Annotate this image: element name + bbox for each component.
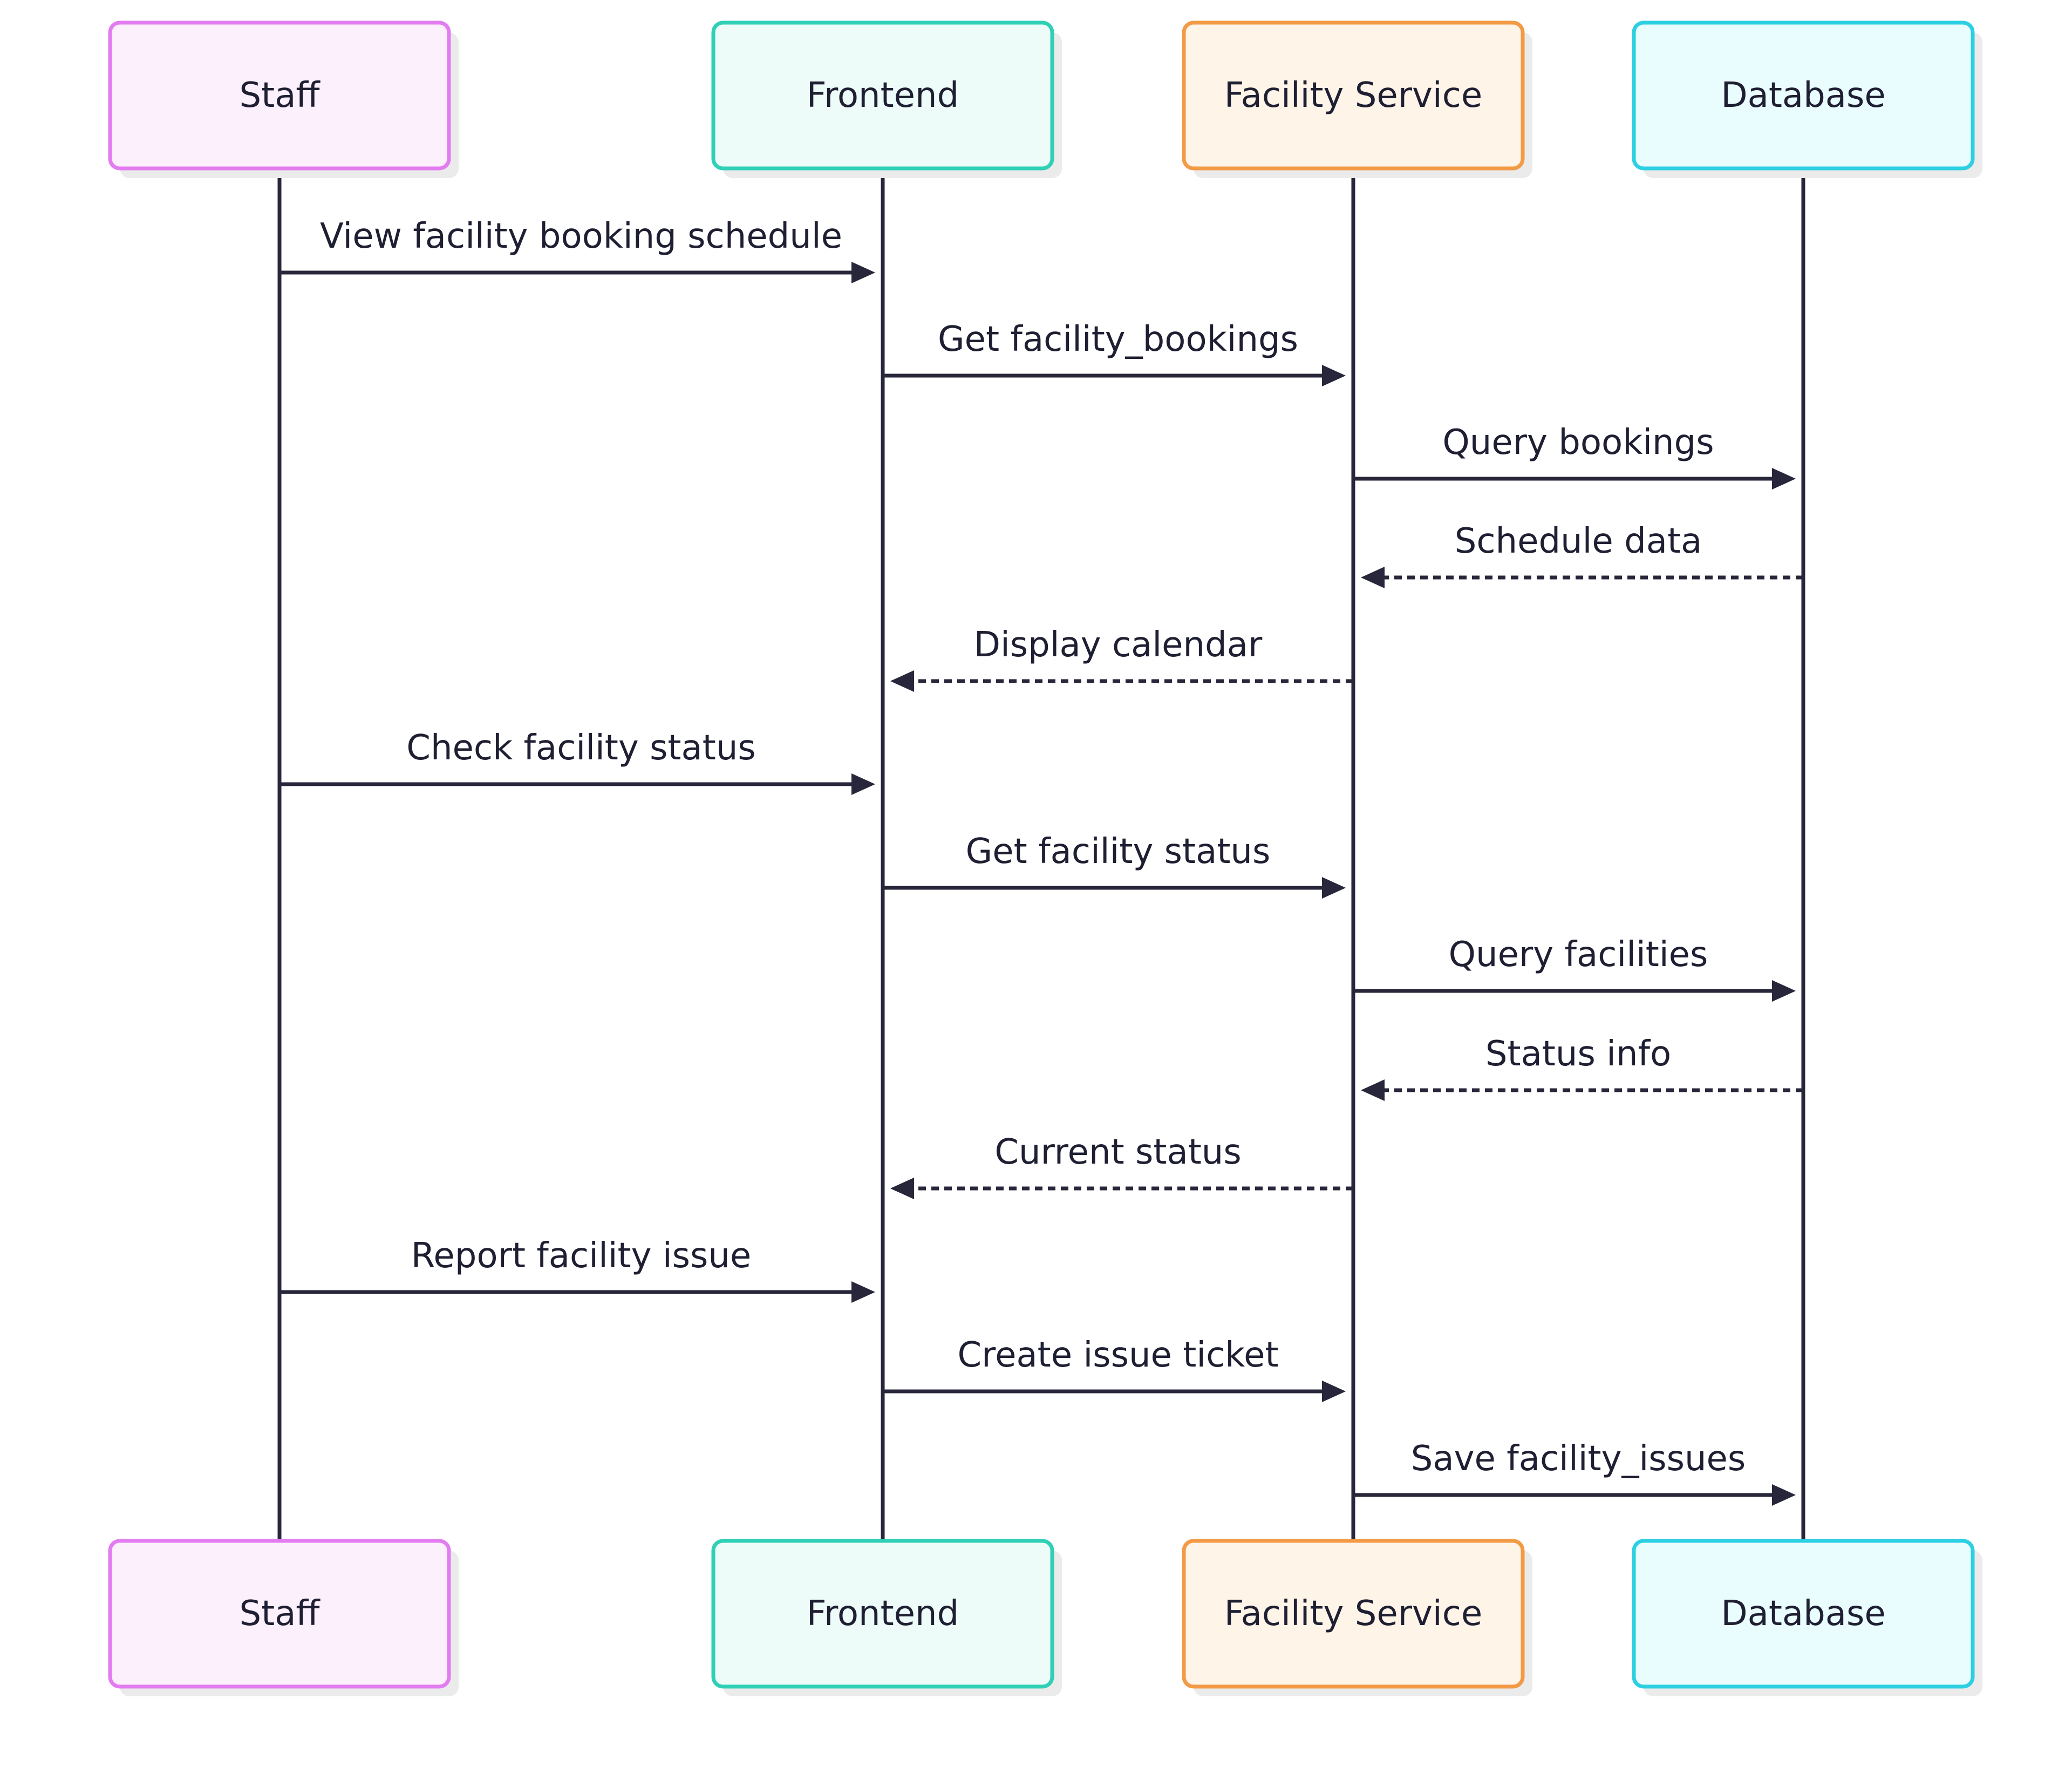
message-label: Query bookings: [1442, 423, 1714, 463]
actor-box: [1182, 1539, 1525, 1689]
actor-facility-bottom: Facility Service: [1182, 1539, 1532, 1696]
message-label: Display calendar: [974, 625, 1263, 665]
arrowhead-icon: [1322, 365, 1346, 386]
message-1: Get facility_bookings: [883, 320, 1346, 386]
arrowhead-icon: [851, 1281, 875, 1303]
actor-database-top: Database: [1632, 21, 1982, 178]
message-4: Display calendar: [890, 625, 1353, 692]
arrowhead-icon: [1772, 980, 1796, 1002]
message-11: Create issue ticket: [883, 1335, 1346, 1402]
message-label: Save facility_issues: [1411, 1439, 1746, 1479]
message-label: Report facility issue: [411, 1236, 752, 1276]
actor-frontend-bottom: Frontend: [711, 1539, 1062, 1696]
actor-box: [1632, 1539, 1975, 1689]
actor-label: Staff: [239, 1594, 321, 1634]
message-7: Query facilities: [1353, 935, 1796, 1002]
actor-staff-bottom: Staff: [108, 1539, 459, 1696]
message-label: Get facility status: [966, 832, 1271, 872]
message-label: View facility booking schedule: [320, 216, 842, 256]
actor-label: Database: [1721, 1594, 1885, 1634]
message-5: Check facility status: [280, 728, 875, 795]
actor-box: [1632, 21, 1975, 171]
actor-label: Frontend: [807, 1594, 959, 1634]
actor-frontend-top: Frontend: [711, 21, 1062, 178]
arrowhead-icon: [851, 262, 875, 283]
message-label: Get facility_bookings: [938, 320, 1298, 359]
actor-facility-top: Facility Service: [1182, 21, 1532, 178]
actor-box: [711, 1539, 1054, 1689]
actor-database-bottom: Database: [1632, 1539, 1982, 1696]
message-label: Create issue ticket: [957, 1335, 1278, 1375]
arrowhead-icon: [1322, 1381, 1346, 1402]
message-label: Check facility status: [406, 728, 755, 768]
arrowhead-icon: [851, 773, 875, 795]
arrowhead-icon: [1361, 1079, 1385, 1101]
arrowhead-icon: [890, 670, 914, 692]
message-9: Current status: [890, 1132, 1353, 1199]
lifelines: [277, 168, 1805, 1541]
message-6: Get facility status: [883, 832, 1346, 899]
message-label: Schedule data: [1455, 521, 1702, 561]
actor-box: [711, 21, 1054, 171]
actor-label: Staff: [239, 76, 321, 115]
actor-box: [108, 1539, 451, 1689]
message-12: Save facility_issues: [1353, 1439, 1796, 1506]
message-label: Current status: [994, 1132, 1241, 1172]
arrowhead-icon: [890, 1178, 914, 1199]
message-label: Status info: [1485, 1034, 1671, 1074]
actor-label: Frontend: [807, 76, 959, 115]
arrowhead-icon: [1361, 567, 1385, 588]
message-label: Query facilities: [1449, 935, 1708, 975]
arrowhead-icon: [1322, 877, 1346, 899]
arrowhead-icon: [1772, 468, 1796, 490]
message-8: Status info: [1361, 1034, 1803, 1101]
message-0: View facility booking schedule: [280, 216, 875, 283]
message-10: Report facility issue: [280, 1236, 875, 1303]
actor-label: Database: [1721, 76, 1885, 115]
actor-label: Facility Service: [1224, 1594, 1483, 1634]
message-3: Schedule data: [1361, 521, 1803, 588]
actor-staff-top: Staff: [108, 21, 459, 178]
actor-box: [1182, 21, 1525, 171]
actor-label: Facility Service: [1224, 76, 1483, 115]
arrowhead-icon: [1772, 1484, 1796, 1506]
actor-box: [108, 21, 451, 171]
message-2: Query bookings: [1353, 423, 1796, 490]
